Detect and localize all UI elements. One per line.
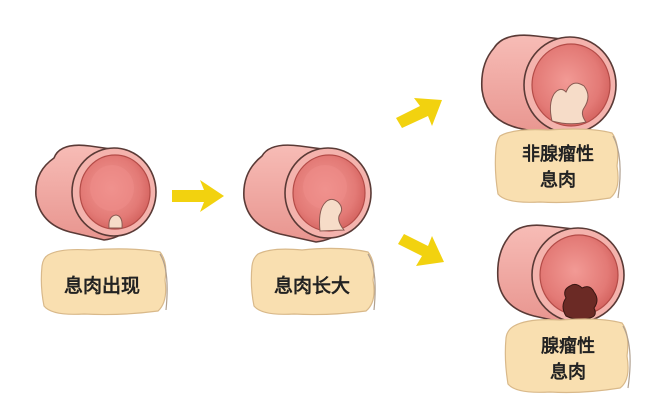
stage-1-label: 息肉出现	[64, 274, 140, 297]
arrow-3	[398, 234, 444, 266]
small-polyp	[108, 214, 123, 229]
stage-3-colon-tube	[480, 34, 617, 137]
stage-1-label-box: 息肉出现	[40, 248, 168, 316]
adenomatous-polyp	[562, 283, 598, 321]
stage-3-label-line-1: 非腺瘤性	[522, 143, 594, 165]
non-adenomatous-polyp	[549, 82, 589, 125]
arrow-1	[172, 180, 224, 212]
stage-2-label: 息肉长大	[274, 274, 350, 297]
stage-4-label-box: 腺瘤性 息肉	[504, 318, 631, 394]
stage-1-colon-tube	[35, 144, 157, 241]
stage-2-colon-tube	[243, 144, 372, 243]
stage-3-label-line-2: 息肉	[540, 169, 576, 191]
stage-4-label-line-2: 息肉	[550, 361, 586, 383]
stage-2-label-box: 息肉长大	[250, 247, 376, 316]
stage-4-colon-tube	[496, 224, 625, 325]
grown-polyp	[319, 198, 346, 232]
arrow-2	[396, 98, 442, 128]
stage-3-label-box: 非腺瘤性 息肉	[494, 128, 621, 204]
stage-4-label-line-1: 腺瘤性	[541, 335, 595, 357]
